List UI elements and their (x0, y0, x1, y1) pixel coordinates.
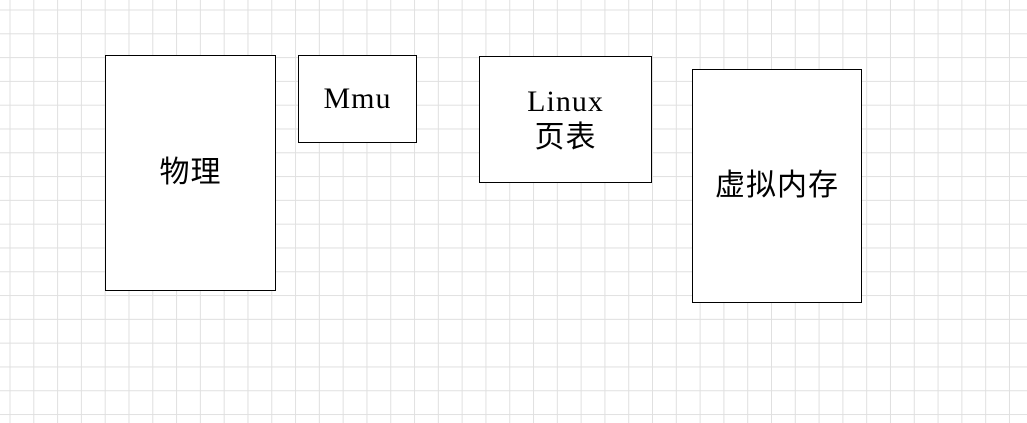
node-linux-page-table[interactable]: Linux 页表 (479, 56, 652, 183)
node-mmu[interactable]: Mmu (298, 55, 417, 143)
node-linux-page-table-label: Linux 页表 (527, 84, 604, 154)
node-virtual-memory[interactable]: 虚拟内存 (692, 69, 862, 303)
node-physical[interactable]: 物理 (105, 55, 276, 291)
node-physical-label: 物理 (159, 156, 222, 189)
node-virtual-memory-label: 虚拟内存 (715, 169, 839, 202)
node-mmu-label: Mmu (323, 82, 392, 115)
